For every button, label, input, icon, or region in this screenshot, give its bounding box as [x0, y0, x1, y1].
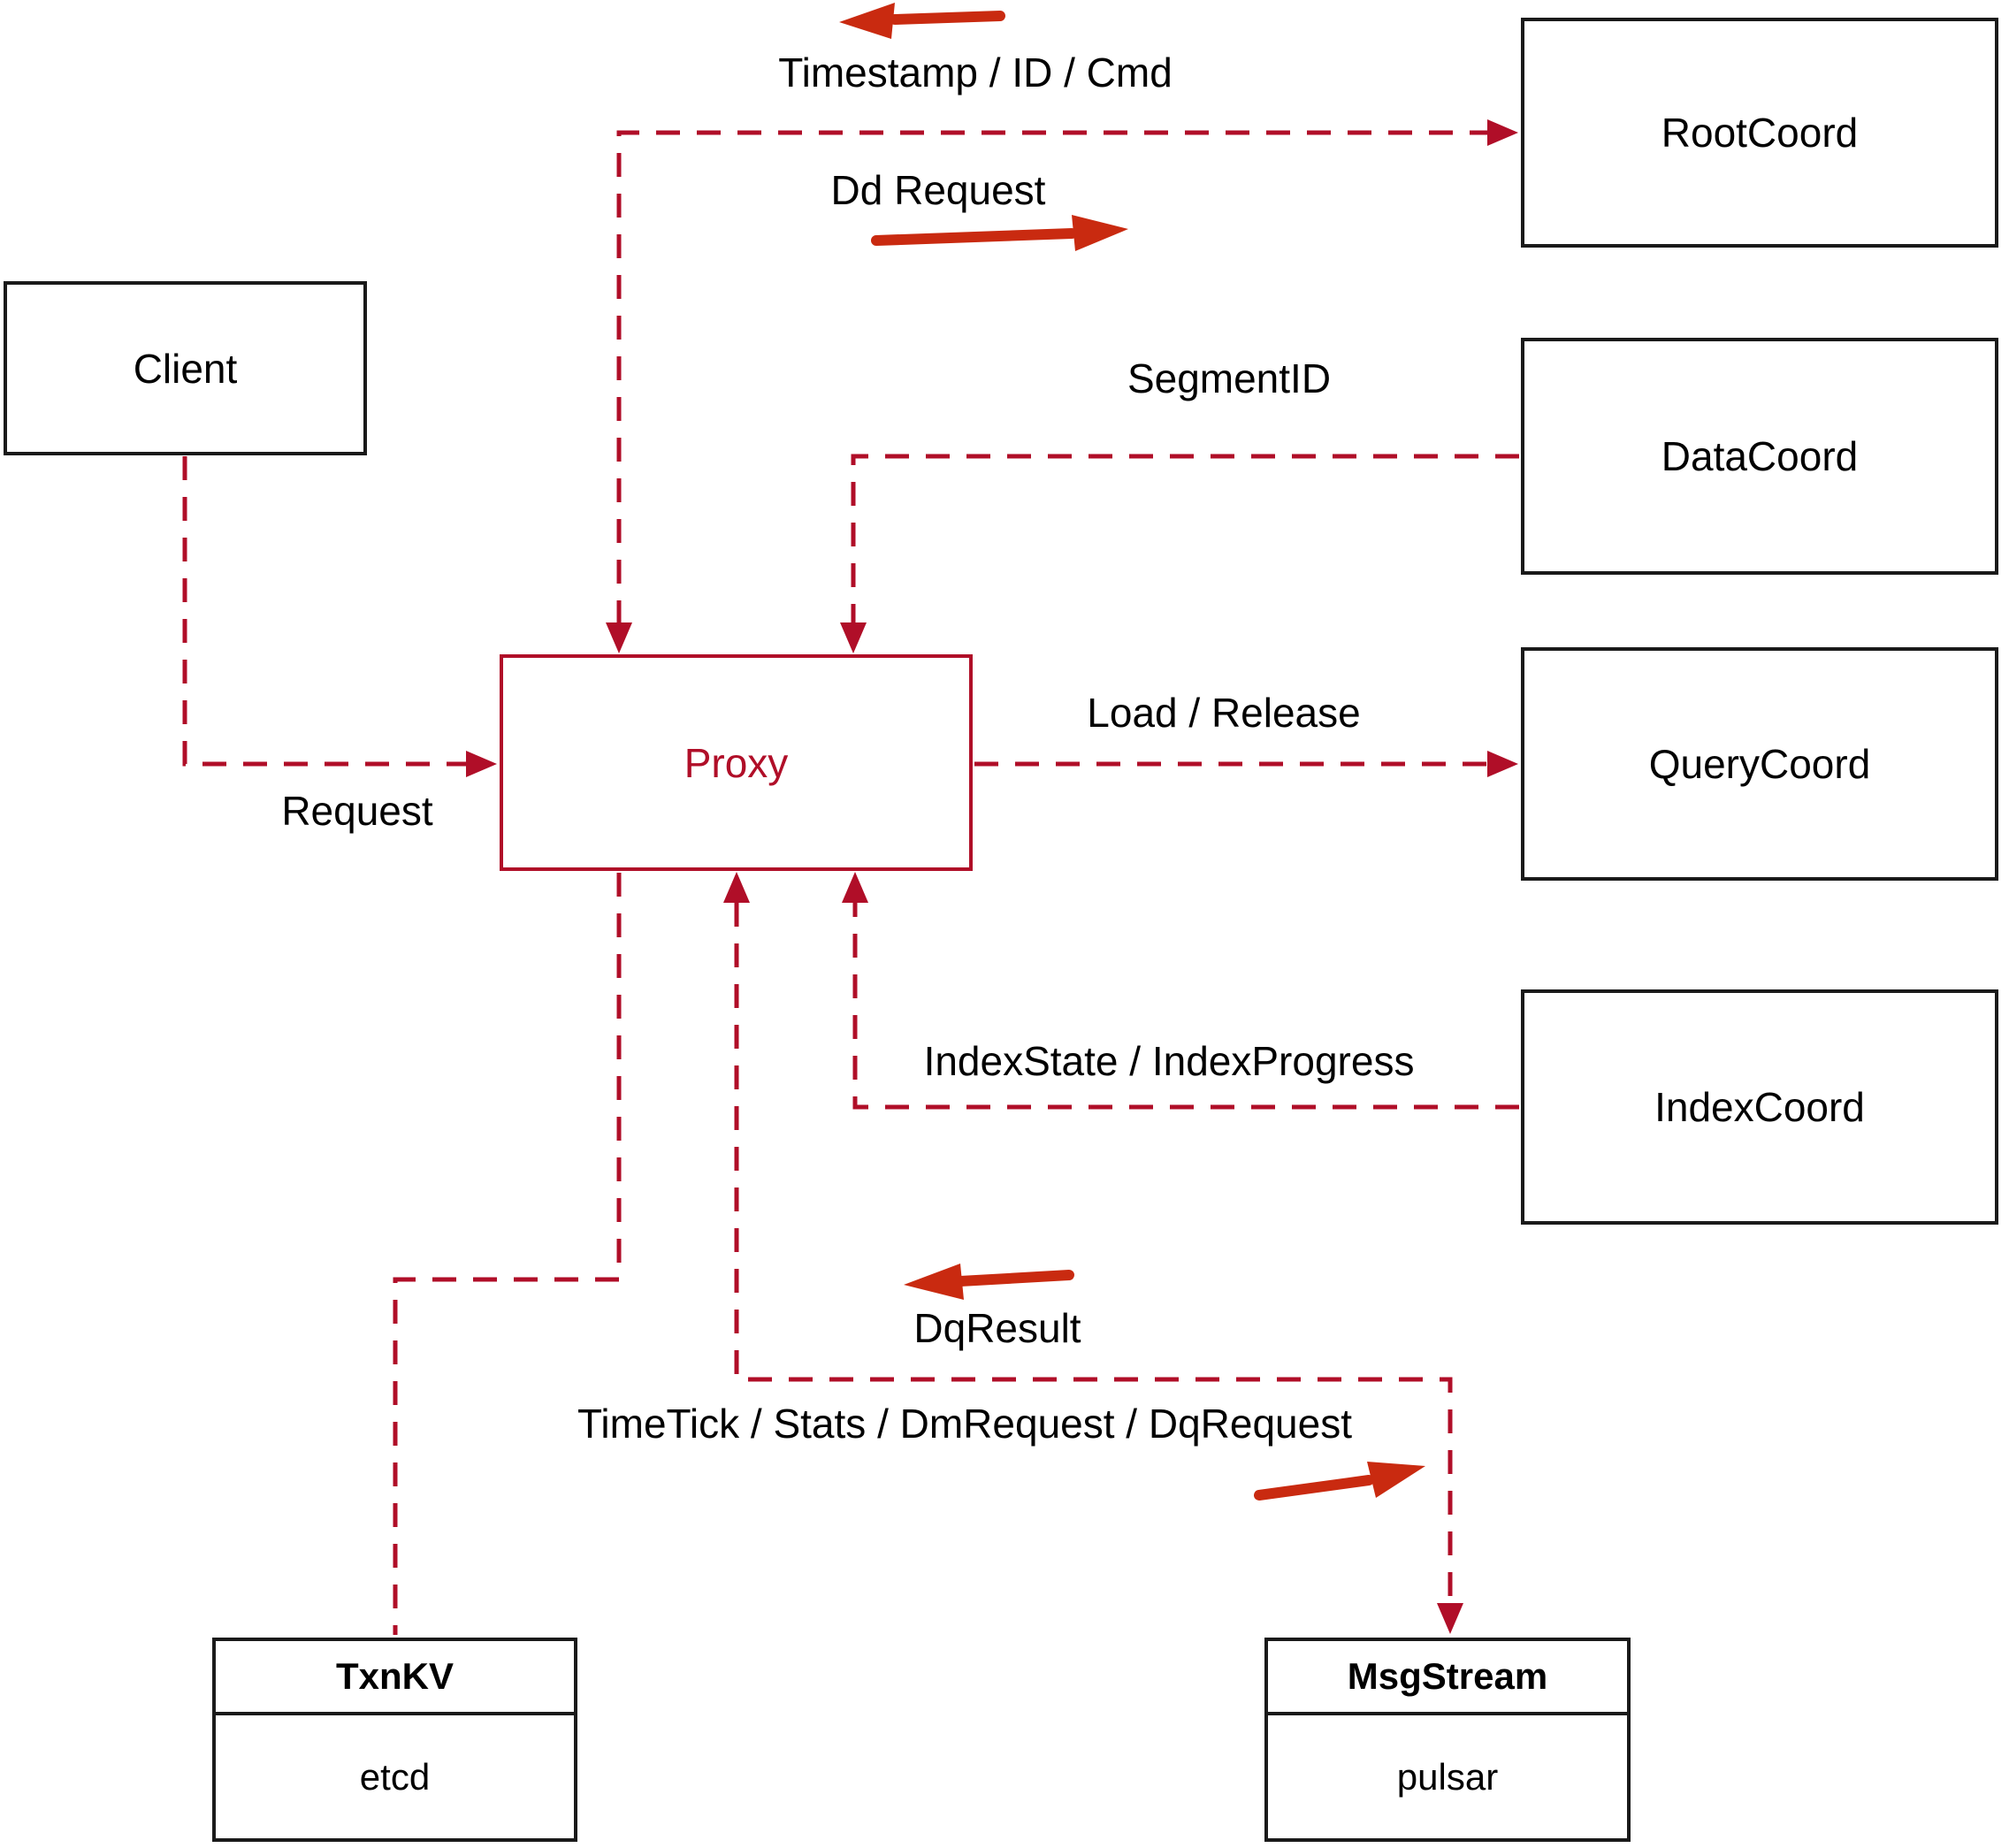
arrowhead-into-proxy-top-left-icon [606, 622, 632, 653]
node-rootcoord: RootCoord [1521, 18, 1998, 248]
node-txnkv-impl: etcd [359, 1755, 431, 1798]
edge-client-proxy [182, 456, 466, 767]
edge-proxy-rootcoord [616, 130, 1487, 624]
node-proxy: Proxy [500, 654, 973, 871]
node-querycoord: QueryCoord [1521, 647, 1998, 881]
edge-label-timetick-stats: TimeTick / Stats / DmRequest / DqRequest [577, 1401, 1352, 1447]
arrowhead-into-proxy-left-icon [466, 751, 497, 777]
arrowhead-into-querycoord-icon [1487, 751, 1518, 777]
node-txnkv: TxnKV etcd [212, 1638, 577, 1842]
edge-label-segment-id: SegmentID [1127, 355, 1332, 401]
node-querycoord-label: QueryCoord [1648, 741, 1871, 787]
node-datacoord: DataCoord [1521, 338, 1998, 575]
node-rootcoord-label: RootCoord [1661, 110, 1859, 156]
edge-label-load-release: Load / Release [1087, 690, 1361, 736]
arrow-dd-request-icon [871, 215, 1128, 251]
node-msgstream-title: MsgStream [1268, 1641, 1627, 1715]
node-client: Client [4, 281, 367, 455]
edge-label-dq-result: DqResult [913, 1305, 1081, 1351]
edge-label-dd-request: Dd Request [830, 167, 1046, 213]
arrowhead-into-proxy-top-right-icon [840, 622, 867, 653]
edge-datacoord-proxy [851, 454, 1519, 624]
arrow-dqrequest-icon [1254, 1462, 1425, 1501]
node-client-label: Client [133, 345, 238, 392]
arrow-dqresult-icon [904, 1264, 1074, 1300]
edge-indexcoord-proxy [852, 903, 1519, 1110]
node-msgstream: MsgStream pulsar [1264, 1638, 1631, 1842]
node-indexcoord-label: IndexCoord [1654, 1084, 1865, 1130]
edge-proxy-txnkv [393, 873, 622, 1635]
arrowhead-into-proxy-bottom-right-icon [842, 872, 868, 903]
node-proxy-label: Proxy [684, 739, 789, 786]
node-indexcoord: IndexCoord [1521, 989, 1998, 1225]
node-txnkv-title: TxnKV [216, 1641, 574, 1715]
arrowhead-into-proxy-bottom-mid-icon [723, 872, 750, 903]
arrow-timestamp-response-icon [839, 3, 1005, 39]
arrowhead-into-rootcoord-icon [1487, 119, 1518, 146]
edge-label-index-state-progress: IndexState / IndexProgress [923, 1038, 1415, 1084]
edge-label-timestamp-id-cmd: Timestamp / ID / Cmd [778, 50, 1173, 95]
edge-msgstream-proxy [734, 903, 1453, 1603]
arrowhead-into-msgstream-icon [1437, 1603, 1463, 1634]
node-datacoord-label: DataCoord [1661, 433, 1859, 479]
node-msgstream-impl: pulsar [1396, 1755, 1499, 1798]
edge-label-request: Request [281, 788, 433, 834]
